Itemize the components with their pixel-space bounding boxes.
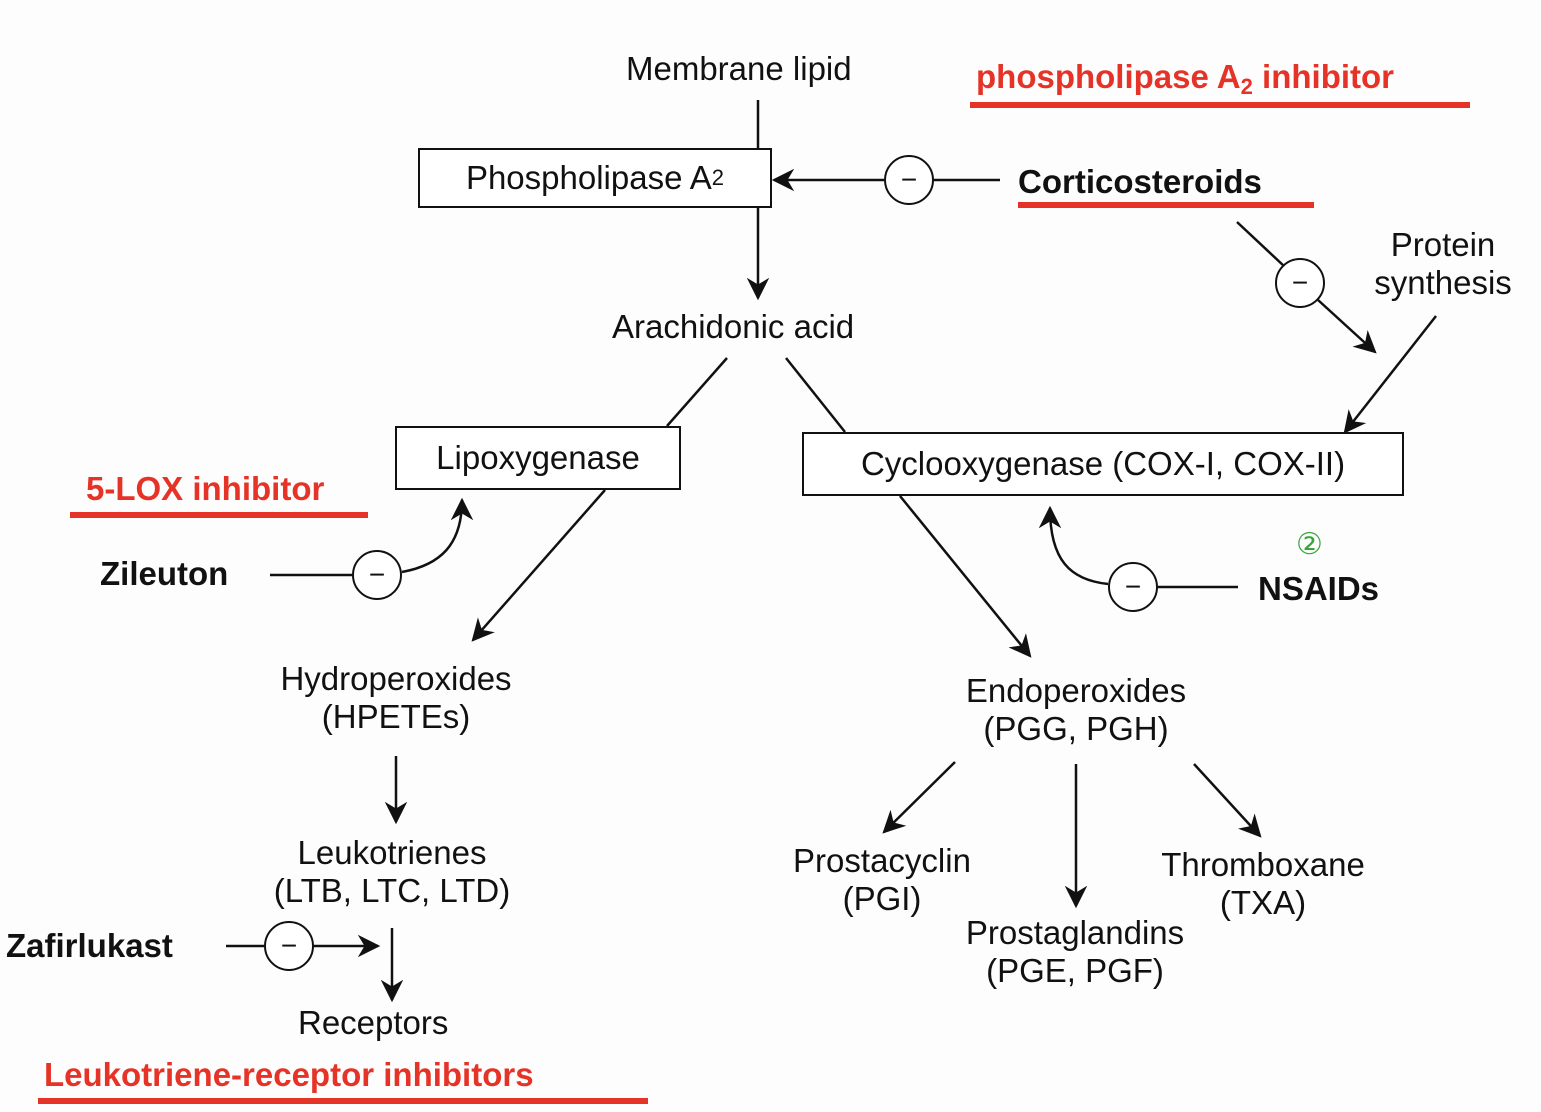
arrow-minus-to-cox-nsaid — [1038, 505, 1109, 586]
node-arachidonic-acid: Arachidonic acid — [612, 308, 855, 345]
protein-synthesis-line2: synthesis — [1374, 263, 1512, 301]
prostaglandins-line1: Prostaglandins — [965, 914, 1185, 951]
drug-nsaids: NSAIDs — [1258, 570, 1380, 607]
arrow-endo-to-thromboxane — [1193, 763, 1262, 838]
phospholipase-subscript: 2 — [711, 165, 725, 190]
hydroperoxides-line2: (HPETEs) — [321, 697, 471, 735]
underline-leukotriene-receptor-inhibitors — [38, 1098, 648, 1104]
inhibition-icon: − — [1275, 258, 1325, 308]
leukotrienes-line2: (LTB, LTC, LTD) — [273, 871, 511, 909]
node-prostaglandins: Prostaglandins (PGE, PGF) — [940, 914, 1210, 990]
protein-synthesis-line1: Protein — [1390, 226, 1496, 263]
endoperoxides-line2: (PGG, PGH) — [983, 709, 1169, 747]
drug-corticosteroids: Corticosteroids — [1018, 163, 1262, 200]
arrow-endo-to-prostacyclin — [882, 761, 956, 834]
node-hydroperoxides: Hydroperoxides (HPETEs) — [250, 660, 542, 736]
arrow-protein-synthesis-to-cox — [1343, 315, 1437, 434]
hydroperoxides-line1: Hydroperoxides — [280, 660, 512, 697]
prostacyclin-line2: (PGI) — [842, 879, 922, 917]
endoperoxides-line1: Endoperoxides — [965, 672, 1187, 709]
prostaglandins-line2: (PGE, PGF) — [986, 951, 1164, 989]
marker-circled-2: ② — [1296, 528, 1323, 561]
line-corticosteroids-to-minus2 — [1236, 221, 1286, 268]
pla2-inhibitor-tail: inhibitor — [1252, 58, 1395, 95]
inhibition-icon: − — [352, 550, 402, 600]
node-cyclooxygenase: Cyclooxygenase (COX-I, COX-II) — [802, 432, 1404, 496]
node-thromboxane: Thromboxane (TXA) — [1138, 846, 1388, 922]
underline-pla2-inhibitor — [970, 102, 1470, 108]
line-arachidonic-to-lox — [666, 357, 728, 427]
underline-5-lox-inhibitor — [70, 512, 368, 518]
node-prostacyclin: Prostacyclin (PGI) — [772, 842, 992, 918]
arrow-minus2-to-cox — [1317, 299, 1377, 354]
node-lipoxygenase: Lipoxygenase — [395, 426, 681, 490]
pla2-inhibitor-subscript: 2 — [1240, 74, 1253, 99]
inhibition-icon: − — [264, 921, 314, 971]
inhibition-icon: − — [884, 155, 934, 205]
drug-zafirlukast: Zafirlukast — [6, 927, 173, 964]
node-membrane-lipid: Membrane lipid — [626, 50, 852, 87]
annotation-pla2-inhibitor: phospholipase A2 inhibitor — [976, 58, 1394, 99]
thromboxane-line2: (TXA) — [1219, 883, 1307, 921]
arrow-minus-to-lox — [401, 497, 474, 574]
underline-corticosteroids — [1018, 202, 1314, 208]
node-receptors: Receptors — [298, 1004, 449, 1041]
pla2-inhibitor-text: phospholipase A — [976, 58, 1241, 95]
drug-zileuton: Zileuton — [100, 555, 229, 592]
phospholipase-label: Phospholipase A — [465, 159, 712, 196]
line-arachidonic-to-cox — [785, 357, 846, 433]
node-endoperoxides: Endoperoxides (PGG, PGH) — [930, 672, 1222, 748]
thromboxane-line1: Thromboxane — [1161, 846, 1365, 883]
arrow-cox-to-endoperoxides — [899, 495, 1032, 658]
node-leukotrienes: Leukotrienes (LTB, LTC, LTD) — [246, 834, 538, 910]
node-protein-synthesis: Protein synthesis — [1358, 226, 1528, 302]
annotation-leukotriene-receptor-inhibitors: Leukotriene-receptor inhibitors — [44, 1056, 534, 1093]
leukotrienes-line1: Leukotrienes — [297, 834, 487, 871]
inhibition-icon: − — [1108, 562, 1158, 612]
prostacyclin-line1: Prostacyclin — [793, 842, 971, 879]
annotation-5-lox-inhibitor: 5-LOX inhibitor — [86, 470, 325, 507]
arrow-lox-to-hydroperoxides — [471, 489, 606, 642]
